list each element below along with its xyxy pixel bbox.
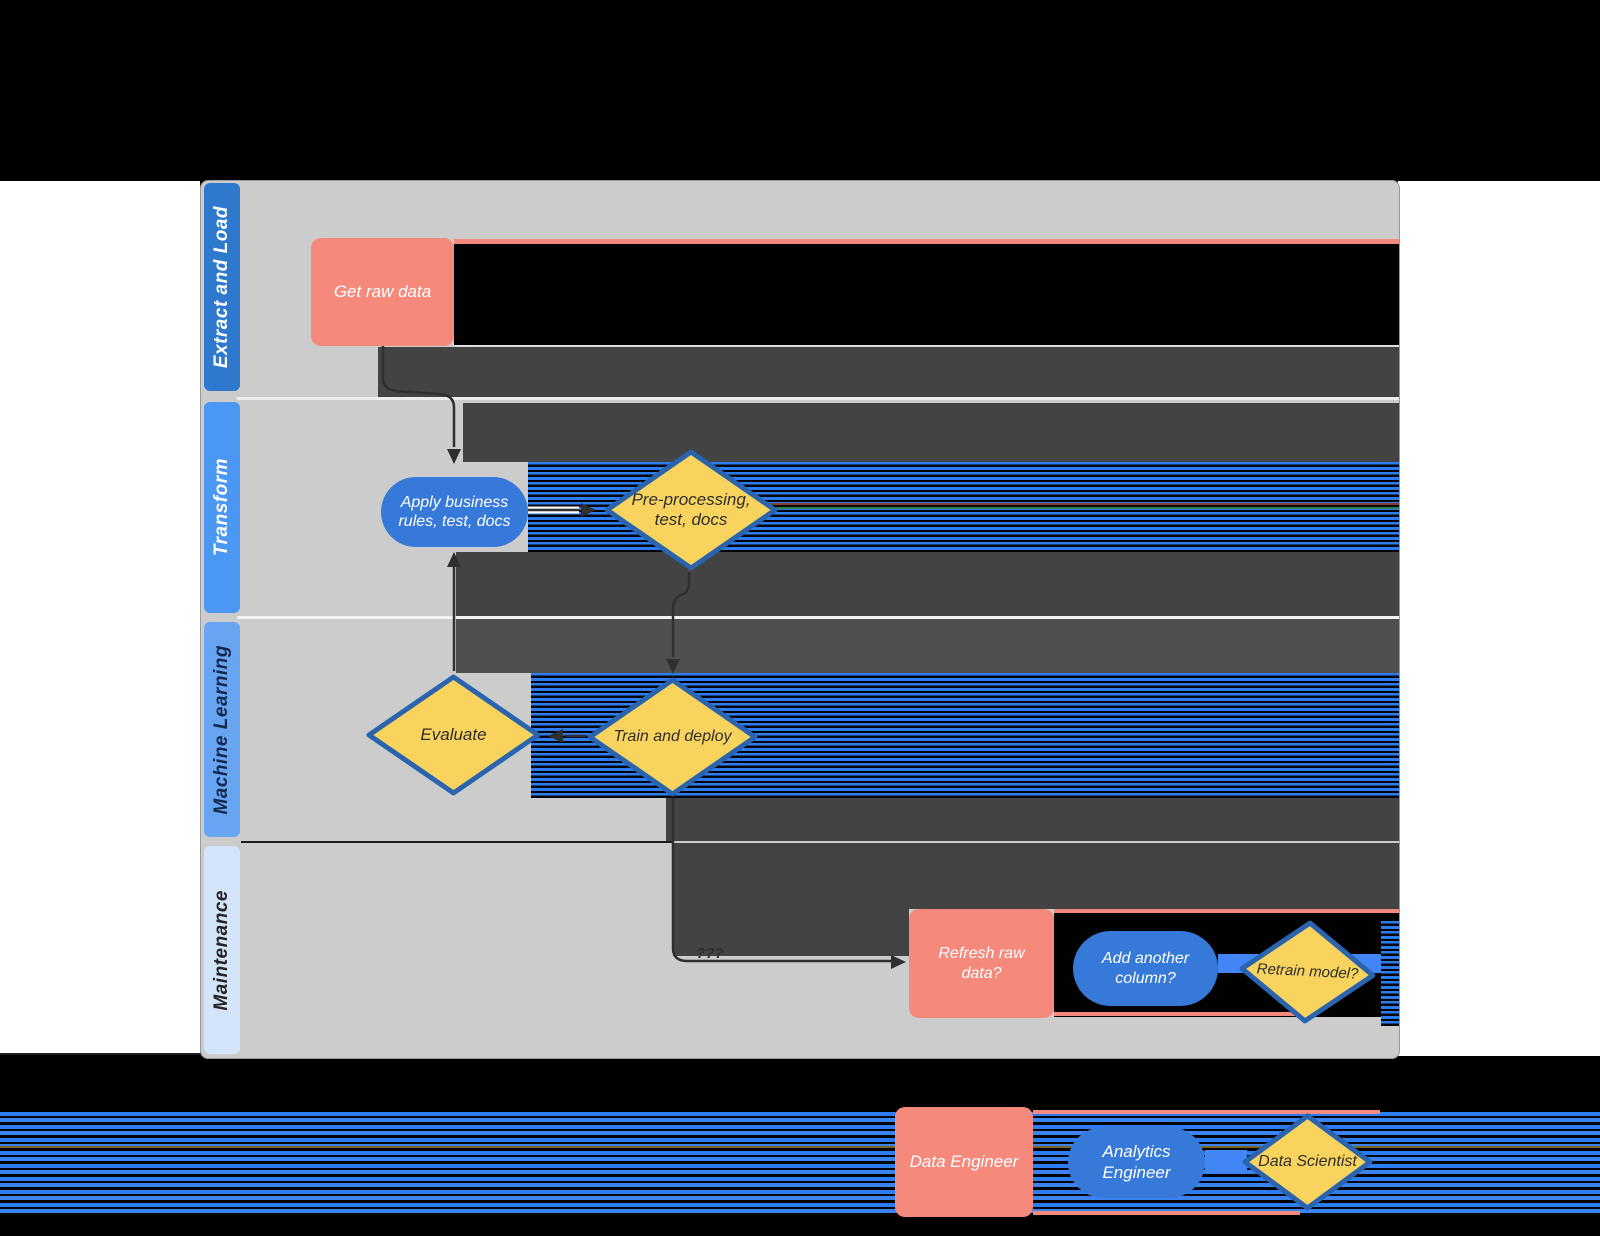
glitch-charcoal-extract <box>378 347 1399 397</box>
node-evaluate-label: Evaluate <box>420 724 487 744</box>
glitch-salmon-maint-top <box>1054 909 1399 913</box>
diamond-shape-data-scientist <box>1242 1113 1373 1211</box>
connector-label-questions: ??? <box>696 945 724 962</box>
node-refresh-raw-data: Refresh raw data? <box>909 909 1054 1018</box>
lane-divider-2 <box>237 616 1399 619</box>
node-pre-processing: Pre-processing, test, docs <box>603 448 779 572</box>
left-margin <box>0 181 200 1055</box>
legend-data-scientist: Data Scientist <box>1241 1112 1374 1212</box>
arrowhead-down-applyrules <box>447 449 461 464</box>
arrowhead-right-refresh <box>891 955 906 969</box>
glitch-salmon-legend-top <box>1033 1110 1380 1114</box>
lane-header-extract-and-load: Extract and Load <box>204 183 240 391</box>
margin-bottom-line <box>0 1053 200 1055</box>
legend-data-scientist-label: Data Scientist <box>1258 1153 1357 1171</box>
glitch-charcoal-ml-top <box>456 619 1399 673</box>
glitch-charcoal-maint-left <box>673 909 909 956</box>
glitch-accent-green <box>761 507 1399 509</box>
connector-preproc-to-train <box>671 572 691 657</box>
lane-divider-1 <box>237 397 1399 400</box>
lane-header-maintenance: Maintenance <box>204 846 240 1054</box>
arrowhead-left-evaluate <box>548 729 563 743</box>
node-get-raw-data: Get raw data <box>311 238 454 346</box>
legend-data-engineer: Data Engineer <box>895 1107 1033 1217</box>
diamond-shape-pre-processing <box>604 449 778 571</box>
node-evaluate: Evaluate <box>365 673 542 797</box>
node-retrain-model: Retrain model? <box>1235 915 1379 1028</box>
node-apply-business-rules: Apply business rules, test, docs <box>381 477 528 547</box>
legend-analytics-engineer-label: Analytics Engineer <box>1102 1142 1171 1182</box>
glitch-charcoal-transform-bottom <box>456 552 1399 616</box>
glitch-salmon-legend-bottom <box>1033 1211 1300 1215</box>
diamond-shape-evaluate <box>366 674 541 796</box>
node-add-another-column: Add another column? <box>1073 931 1218 1006</box>
arrowhead-up-applyrules <box>447 552 461 567</box>
glitch-salmon-extract <box>454 239 1399 244</box>
glitch-charcoal-maint-top <box>673 843 1399 909</box>
connector-getraw-to-applyrules <box>381 346 456 447</box>
glitch-lightline-extract <box>454 345 1399 347</box>
node-get-raw-data-label: Get raw data <box>333 281 432 301</box>
node-add-another-column-label: Add another column? <box>1101 950 1190 987</box>
legend-analytics-engineer: Analytics Engineer <box>1068 1127 1205 1198</box>
diamond-shape-train-and-deploy <box>587 677 758 797</box>
arrowhead-right-preproc <box>581 503 596 517</box>
arrowhead-down-train <box>666 659 680 674</box>
diamond-shape-retrain-model <box>1239 920 1376 1024</box>
right-margin <box>1398 181 1600 1056</box>
glitch-stripes-maint-right <box>1381 921 1399 1026</box>
glitch-charcoal-transform-top <box>463 403 1399 462</box>
glitch-charcoal-ml-bottom <box>666 798 1399 841</box>
glitch-blueband-legend <box>1205 1150 1247 1173</box>
glitch-black-extract <box>454 244 1399 345</box>
connector-layer <box>381 346 906 969</box>
glitch-accent-olive-bottom <box>0 1146 1600 1148</box>
node-train-and-deploy-label: Train and deploy <box>613 728 732 746</box>
glitch-accent-red <box>761 503 1399 505</box>
flowchart-canvas: Extract and Load Transform Machine Learn… <box>200 180 1400 1059</box>
lane-header-transform: Transform <box>204 402 240 613</box>
node-apply-business-rules-label: Apply business rules, test, docs <box>398 493 511 530</box>
node-train-and-deploy: Train and deploy <box>586 676 759 798</box>
connector-train-to-refresh <box>671 798 891 963</box>
glitch-salmon-maint-bottom <box>1054 1012 1301 1016</box>
lane-divider-3 <box>241 841 673 843</box>
legend-data-engineer-label: Data Engineer <box>909 1151 1019 1171</box>
node-refresh-raw-data-label: Refresh raw data? <box>938 945 1025 982</box>
node-pre-processing-label: Pre-processing, test, docs <box>631 489 751 529</box>
lane-header-machine-learning: Machine Learning <box>204 622 240 837</box>
